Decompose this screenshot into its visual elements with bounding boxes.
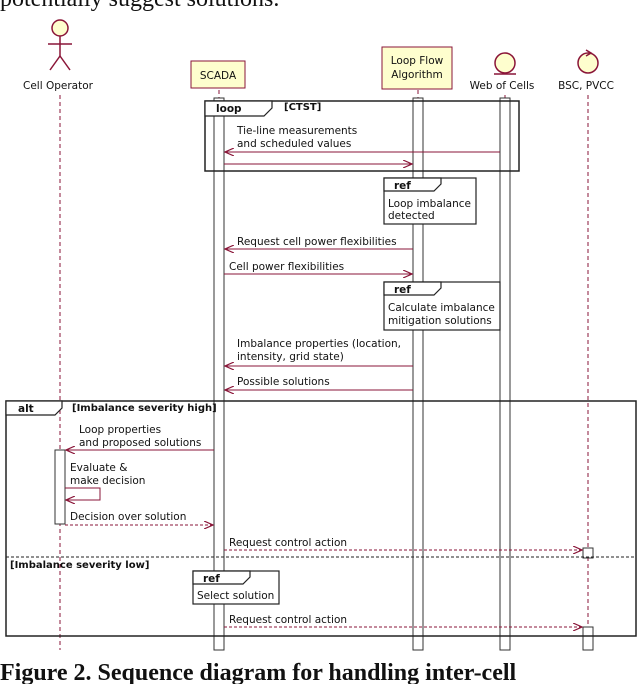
msg-request-control-1: Request control action <box>229 537 347 549</box>
ref-select-solution: ref Select solution <box>192 570 280 605</box>
entity-web-of-cells <box>494 52 516 75</box>
caption-bottom-text: Figure 2. Sequence diagram for handling … <box>0 660 517 684</box>
participant-label-loop-flow-1: Loop Flow <box>391 55 444 67</box>
ref-select-solution-text: Select solution <box>197 590 274 602</box>
activation-loop-flow <box>412 97 424 651</box>
alt-guard-high: [Imbalance severity high] <box>72 403 217 414</box>
activation-scada <box>213 97 225 651</box>
ref-loop-imbalance-2: detected <box>388 210 435 222</box>
activation-cell-operator <box>54 449 66 525</box>
msg-tieline-2: and scheduled values <box>237 138 351 150</box>
participant-label-loop-flow-2: Algorithm <box>391 69 442 81</box>
msg-loop-props-1: Loop properties <box>79 424 161 436</box>
alt-frame: alt [Imbalance severity high] [Imbalance… <box>5 400 637 637</box>
loop-frame: loop [CTST] <box>204 100 520 172</box>
participant-box-loop-flow <box>381 46 453 90</box>
msg-imb-props-1: Imbalance properties (location, <box>237 338 401 350</box>
msg-request-flex: Request cell power flexibilities <box>237 236 397 248</box>
alt-keyword: alt <box>18 403 34 415</box>
control-bsc-pvcc <box>577 49 599 74</box>
loop-keyword: loop <box>216 103 242 115</box>
participant-box-scada <box>190 60 246 89</box>
msg-evaluate-1: Evaluate & <box>70 462 127 474</box>
msg-tieline-1: Tie-line measurements <box>236 125 357 137</box>
activation-bsc-2 <box>582 626 594 651</box>
ref-calculate-1: Calculate imbalance <box>388 302 495 314</box>
arrow-evaluate <box>65 487 101 500</box>
loop-guard: [CTST] <box>284 102 321 113</box>
caption-top-text: potentially suggest solutions. <box>0 0 644 16</box>
actor-cell-operator <box>48 19 72 71</box>
ref-calculate: ref Calculate imbalance mitigation solut… <box>383 281 501 331</box>
ref-calculate-2: mitigation solutions <box>388 315 492 327</box>
participant-label-web-of-cells: Web of Cells <box>470 80 535 92</box>
ref-loop-imbalance-1: Loop imbalance <box>388 198 471 210</box>
activation-bsc-1 <box>582 547 594 559</box>
msg-possible-solutions: Possible solutions <box>237 376 330 388</box>
ref-keyword-2: ref <box>394 284 411 296</box>
alt-guard-low: [Imbalance severity low] <box>10 560 149 571</box>
ref-keyword-1: ref <box>394 180 411 192</box>
participant-label-scada: SCADA <box>200 70 237 82</box>
msg-cell-flex: Cell power flexibilities <box>229 261 344 273</box>
ref-loop-imbalance: ref Loop imbalance detected <box>383 177 477 225</box>
msg-decision: Decision over solution <box>70 511 186 523</box>
participant-label-cell-operator: Cell Operator <box>23 80 94 92</box>
msg-loop-props-2: and proposed solutions <box>79 437 201 449</box>
msg-evaluate-2: make decision <box>70 475 145 487</box>
activation-web-of-cells <box>499 97 511 651</box>
ref-keyword-3: ref <box>203 573 220 585</box>
participant-label-bsc-pvcc: BSC, PVCC <box>558 80 614 92</box>
msg-request-control-2: Request control action <box>229 614 347 626</box>
msg-imb-props-2: intensity, grid state) <box>237 351 344 363</box>
